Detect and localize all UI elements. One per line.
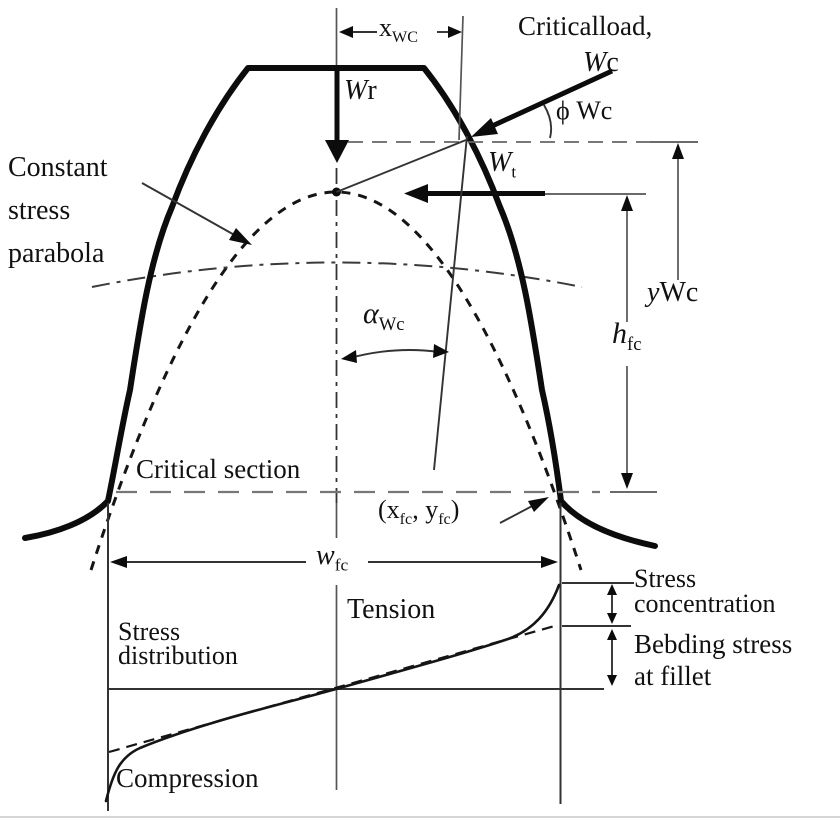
parabola-pointer-arrow	[141, 182, 252, 245]
wr-symbol: W	[344, 75, 368, 106]
phi-wc-text: Wc	[576, 96, 613, 125]
gear-tooth-outline	[22, 65, 658, 549]
wt-symbol: W	[488, 147, 512, 178]
csp-line3: parabola	[8, 238, 105, 269]
constant-stress-parabola-label: Constant stress parabola	[8, 146, 158, 275]
csp-line2: stress	[8, 195, 71, 226]
stress-concentration-line1: Stress	[634, 564, 697, 593]
bending-stress-line1: Bebding stress	[634, 629, 793, 659]
stress-concentration-line2: concentration	[634, 589, 776, 618]
wfc-symbol: w	[316, 540, 335, 571]
wr-label: Wr	[344, 76, 377, 105]
wc-force-arrow	[471, 68, 614, 137]
xwc-subscript: WC	[392, 29, 418, 47]
wt-subscript: t	[511, 162, 517, 182]
stress-concentration-dimension	[607, 584, 617, 624]
compression-label: Compression	[116, 764, 259, 792]
xwc-symbol: x	[379, 13, 392, 42]
tension-text: Tension	[347, 594, 436, 625]
fillet-point-close: )	[450, 495, 460, 524]
critical-load-label: Criticalload,	[518, 12, 652, 40]
wc-symbol-rest: c	[606, 47, 619, 78]
wr-force-arrow	[325, 68, 349, 163]
alpha-symbol: α	[363, 297, 379, 330]
critical-section-text: Critical section	[136, 454, 301, 484]
wt-label: Wt	[488, 147, 516, 181]
ywc-label: yWc	[647, 278, 698, 307]
compression-text: Compression	[116, 763, 259, 793]
wr-symbol-rest: r	[367, 75, 377, 106]
fillet-point-sub2: fc	[438, 511, 451, 529]
wt-force-arrow	[404, 184, 646, 203]
wfc-label: wfc	[316, 540, 348, 574]
wc-symbol: W	[583, 47, 607, 78]
hfc-label: hfc	[612, 317, 641, 354]
alpha-angle-arc	[341, 344, 449, 363]
wc-symbol-label: Wc	[583, 48, 619, 77]
pitch-arc	[91, 261, 583, 288]
stress-distribution-line1: Stress	[118, 617, 181, 646]
stress-distribution-line2: distribution	[118, 641, 238, 670]
phi-symbol: ϕ	[556, 96, 570, 125]
stress-ticks	[562, 582, 634, 627]
fillet-point-label: (xfc, yfc)	[378, 495, 460, 528]
fillet-point-mid: , y	[412, 495, 439, 524]
alpha-wc-label: αWc	[363, 297, 405, 334]
load-line-of-action	[433, 135, 468, 471]
alpha-subscript: Wc	[378, 314, 405, 335]
apex-contact-line	[336, 139, 467, 193]
bending-stress-dimension	[607, 629, 617, 686]
fillet-point-sub1: fc	[399, 511, 413, 529]
xwc-dimension	[339, 15, 464, 141]
hfc-symbol: h	[612, 317, 627, 350]
ywc-symbol: y	[647, 277, 660, 308]
bending-stress-line2: at fillet	[634, 661, 712, 691]
xwc-label: xWC	[379, 13, 418, 46]
hfc-dimension	[621, 195, 633, 489]
constant-stress-parabola-curve	[89, 190, 583, 571]
bending-stress-label: Bebding stress at fillet	[634, 628, 840, 692]
hfc-subscript: fc	[627, 334, 642, 355]
phi-angle-arc	[543, 104, 553, 139]
ywc-rest: Wc	[659, 277, 699, 308]
fillet-point-arrow	[499, 497, 549, 524]
wfc-dimension	[110, 556, 558, 568]
phi-wc-label: ϕ Wc	[556, 97, 612, 124]
critical-load-text: Criticalload,	[518, 11, 653, 41]
tension-label: Tension	[347, 595, 435, 624]
fillet-point-open: (x	[378, 495, 400, 524]
stress-distribution-curve	[104, 583, 561, 803]
wfc-subscript: fc	[334, 555, 349, 575]
stress-concentration-label: Stress concentration	[634, 564, 834, 618]
critical-section-label: Critical section	[136, 455, 300, 483]
stress-distribution-label: Stress distribution	[118, 617, 288, 670]
csp-line1: Constant	[8, 152, 108, 183]
ywc-dimension	[672, 143, 684, 280]
